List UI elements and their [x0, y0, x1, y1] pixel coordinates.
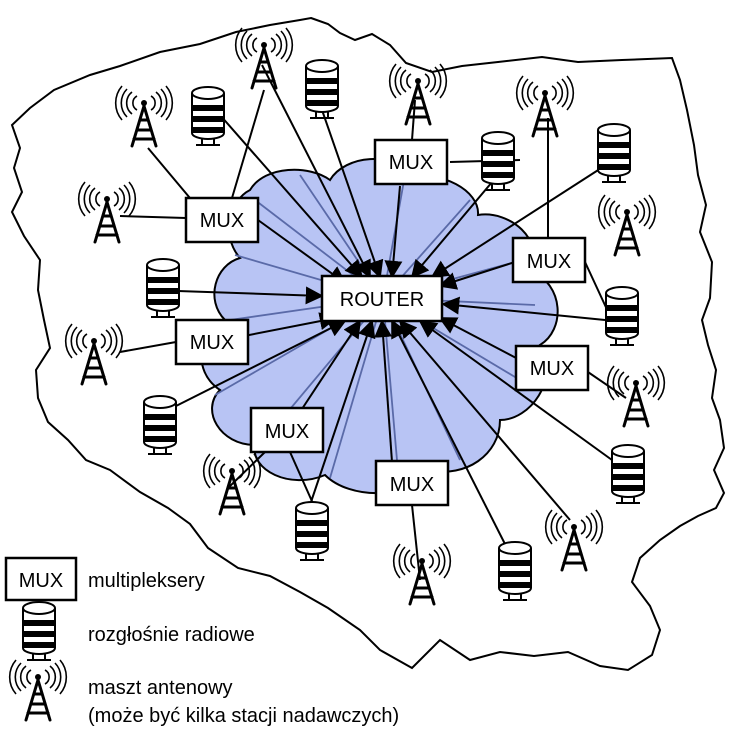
radio-station-icon	[146, 258, 180, 318]
radio-station-icon	[597, 123, 631, 183]
legend-mux-symbol: MUX	[19, 570, 63, 592]
mux-box: MUX	[514, 344, 590, 392]
legend-antenna-item: maszt antenowy (może być kilka stacji na…	[8, 658, 399, 727]
radio-station-icon	[191, 86, 225, 146]
connections	[119, 64, 627, 581]
radio-station-icon	[143, 395, 177, 455]
legend-antenna-text-line1: maszt antenowy	[88, 677, 233, 699]
mux-label: MUX	[190, 332, 234, 354]
legend-station-item: rozgłośnie radiowe	[22, 601, 255, 661]
router-box: ROUTER	[320, 274, 444, 323]
radio-station-icon	[498, 541, 532, 601]
mux-box: MUX	[374, 459, 450, 507]
router-label: ROUTER	[340, 289, 424, 311]
radio-station-icon	[305, 59, 339, 119]
radio-station-icon	[605, 286, 639, 346]
legend-mux-item: MUX multipleksery	[4, 556, 205, 602]
mux-label: MUX	[389, 152, 433, 174]
antenna-mast-icon	[8, 658, 68, 722]
legend-mux-text: multipleksery	[88, 570, 205, 592]
legend-antenna-text-line2: (może być kilka stacji nadawczych)	[88, 705, 399, 727]
legend-station-text: rozgłośnie radiowe	[88, 624, 255, 646]
mux-box: MUX	[373, 138, 449, 186]
mux-label: MUX	[200, 210, 244, 232]
radio-station-icon	[481, 131, 515, 191]
mux-box: MUX	[174, 318, 250, 366]
mux-label: MUX	[390, 474, 434, 496]
mux-box: MUX	[184, 196, 260, 244]
mux-label: MUX	[530, 358, 574, 380]
mux-label: MUX	[527, 251, 571, 273]
legend: MUX multipleksery rozgłośnie radiowe mas…	[4, 556, 399, 727]
radio-station-icon	[22, 601, 56, 661]
mux-label: MUX	[265, 421, 309, 443]
mux-box: MUX	[249, 406, 325, 454]
radio-station-icon	[611, 444, 645, 504]
radio-station-icon	[295, 501, 329, 561]
mux-box: MUX	[511, 236, 587, 284]
